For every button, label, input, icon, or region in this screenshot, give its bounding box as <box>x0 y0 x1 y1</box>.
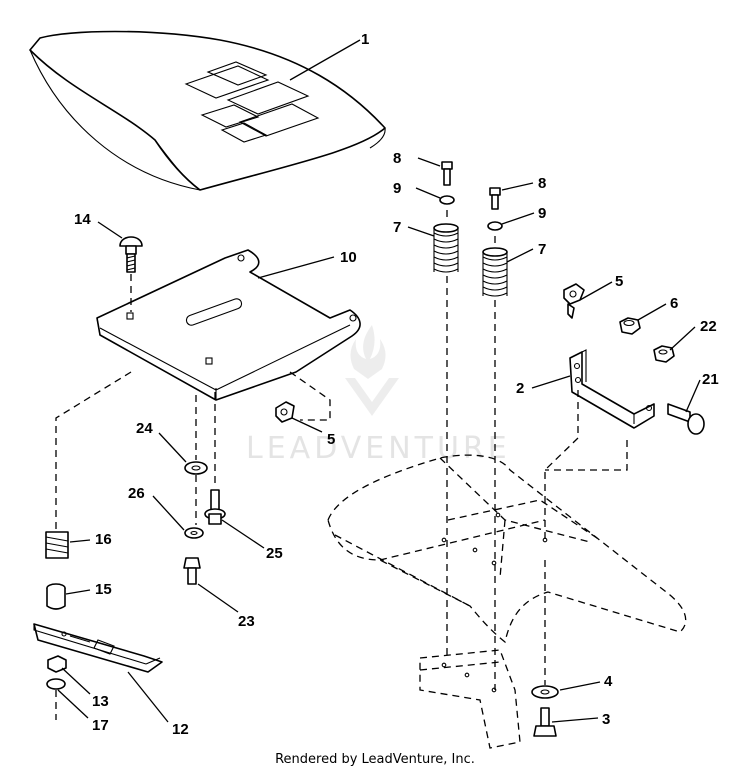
leadventure-watermark: LEADVENTURE <box>246 325 511 466</box>
callout-9-left: 9 <box>393 180 401 197</box>
callout-9-right: 9 <box>538 205 546 222</box>
callout-13: 13 <box>92 693 109 710</box>
callout-14: 14 <box>74 211 91 228</box>
nut-13 <box>47 655 67 673</box>
hex-bolt-23 <box>183 557 201 585</box>
watermark-text: LEADVENTURE <box>246 431 511 466</box>
spacer <box>46 583 66 610</box>
bolt-right <box>489 187 501 210</box>
hex-nut <box>619 317 641 335</box>
callout-26: 26 <box>128 485 145 502</box>
lock-washer <box>184 527 204 539</box>
leader-lines <box>57 39 701 723</box>
callout-5-upper: 5 <box>615 273 623 290</box>
spring-left <box>433 223 459 273</box>
callout-17: 17 <box>92 717 109 734</box>
compression-spring <box>45 531 69 559</box>
callout-1: 1 <box>361 31 369 48</box>
flat-washer <box>184 461 208 475</box>
tractor-frame-phantom <box>327 454 687 749</box>
shoulder-bolt <box>667 403 705 435</box>
slide-plate <box>33 623 163 673</box>
callout-25: 25 <box>266 545 283 562</box>
bolt-left <box>441 161 453 186</box>
callout-10: 10 <box>340 249 357 266</box>
washer-17 <box>46 678 66 690</box>
washer-left <box>439 195 455 205</box>
flat-washer-hole <box>191 465 201 471</box>
hex-bolt-3 <box>533 707 557 737</box>
callout-4: 4 <box>604 673 613 690</box>
callout-7-right: 7 <box>538 241 546 258</box>
callout-21: 21 <box>702 371 719 388</box>
flange-bolt <box>204 489 226 525</box>
callout-8-left: 8 <box>393 150 401 167</box>
washer-right <box>487 221 503 231</box>
callout-16: 16 <box>95 531 112 548</box>
seat-pan <box>96 249 361 401</box>
flange-nut <box>653 345 675 363</box>
callout-7-left: 7 <box>393 219 401 236</box>
assembly-lines <box>55 210 628 720</box>
spring-right <box>482 247 508 297</box>
carriage-bolt <box>119 236 143 273</box>
footer-credit: Rendered by LeadVenture, Inc. <box>275 752 475 767</box>
callout-8-right: 8 <box>538 175 546 192</box>
callout-labels: 1 8 8 9 9 7 7 14 10 5 6 22 2 21 24 5 26 … <box>74 31 719 738</box>
seat <box>29 30 386 191</box>
clip-upper <box>563 283 585 319</box>
callout-6: 6 <box>670 295 678 312</box>
callout-5-lower: 5 <box>327 431 335 448</box>
callout-15: 15 <box>95 581 112 598</box>
washer-4-hole <box>540 689 550 695</box>
callout-24: 24 <box>136 420 153 437</box>
clip-lower <box>275 401 295 423</box>
callout-2: 2 <box>516 380 524 397</box>
washer-4 <box>531 685 559 699</box>
callout-3: 3 <box>602 711 610 728</box>
callout-12: 12 <box>172 721 189 738</box>
seat-bracket <box>569 349 655 429</box>
callout-22: 22 <box>700 318 717 335</box>
callout-23: 23 <box>238 613 255 630</box>
